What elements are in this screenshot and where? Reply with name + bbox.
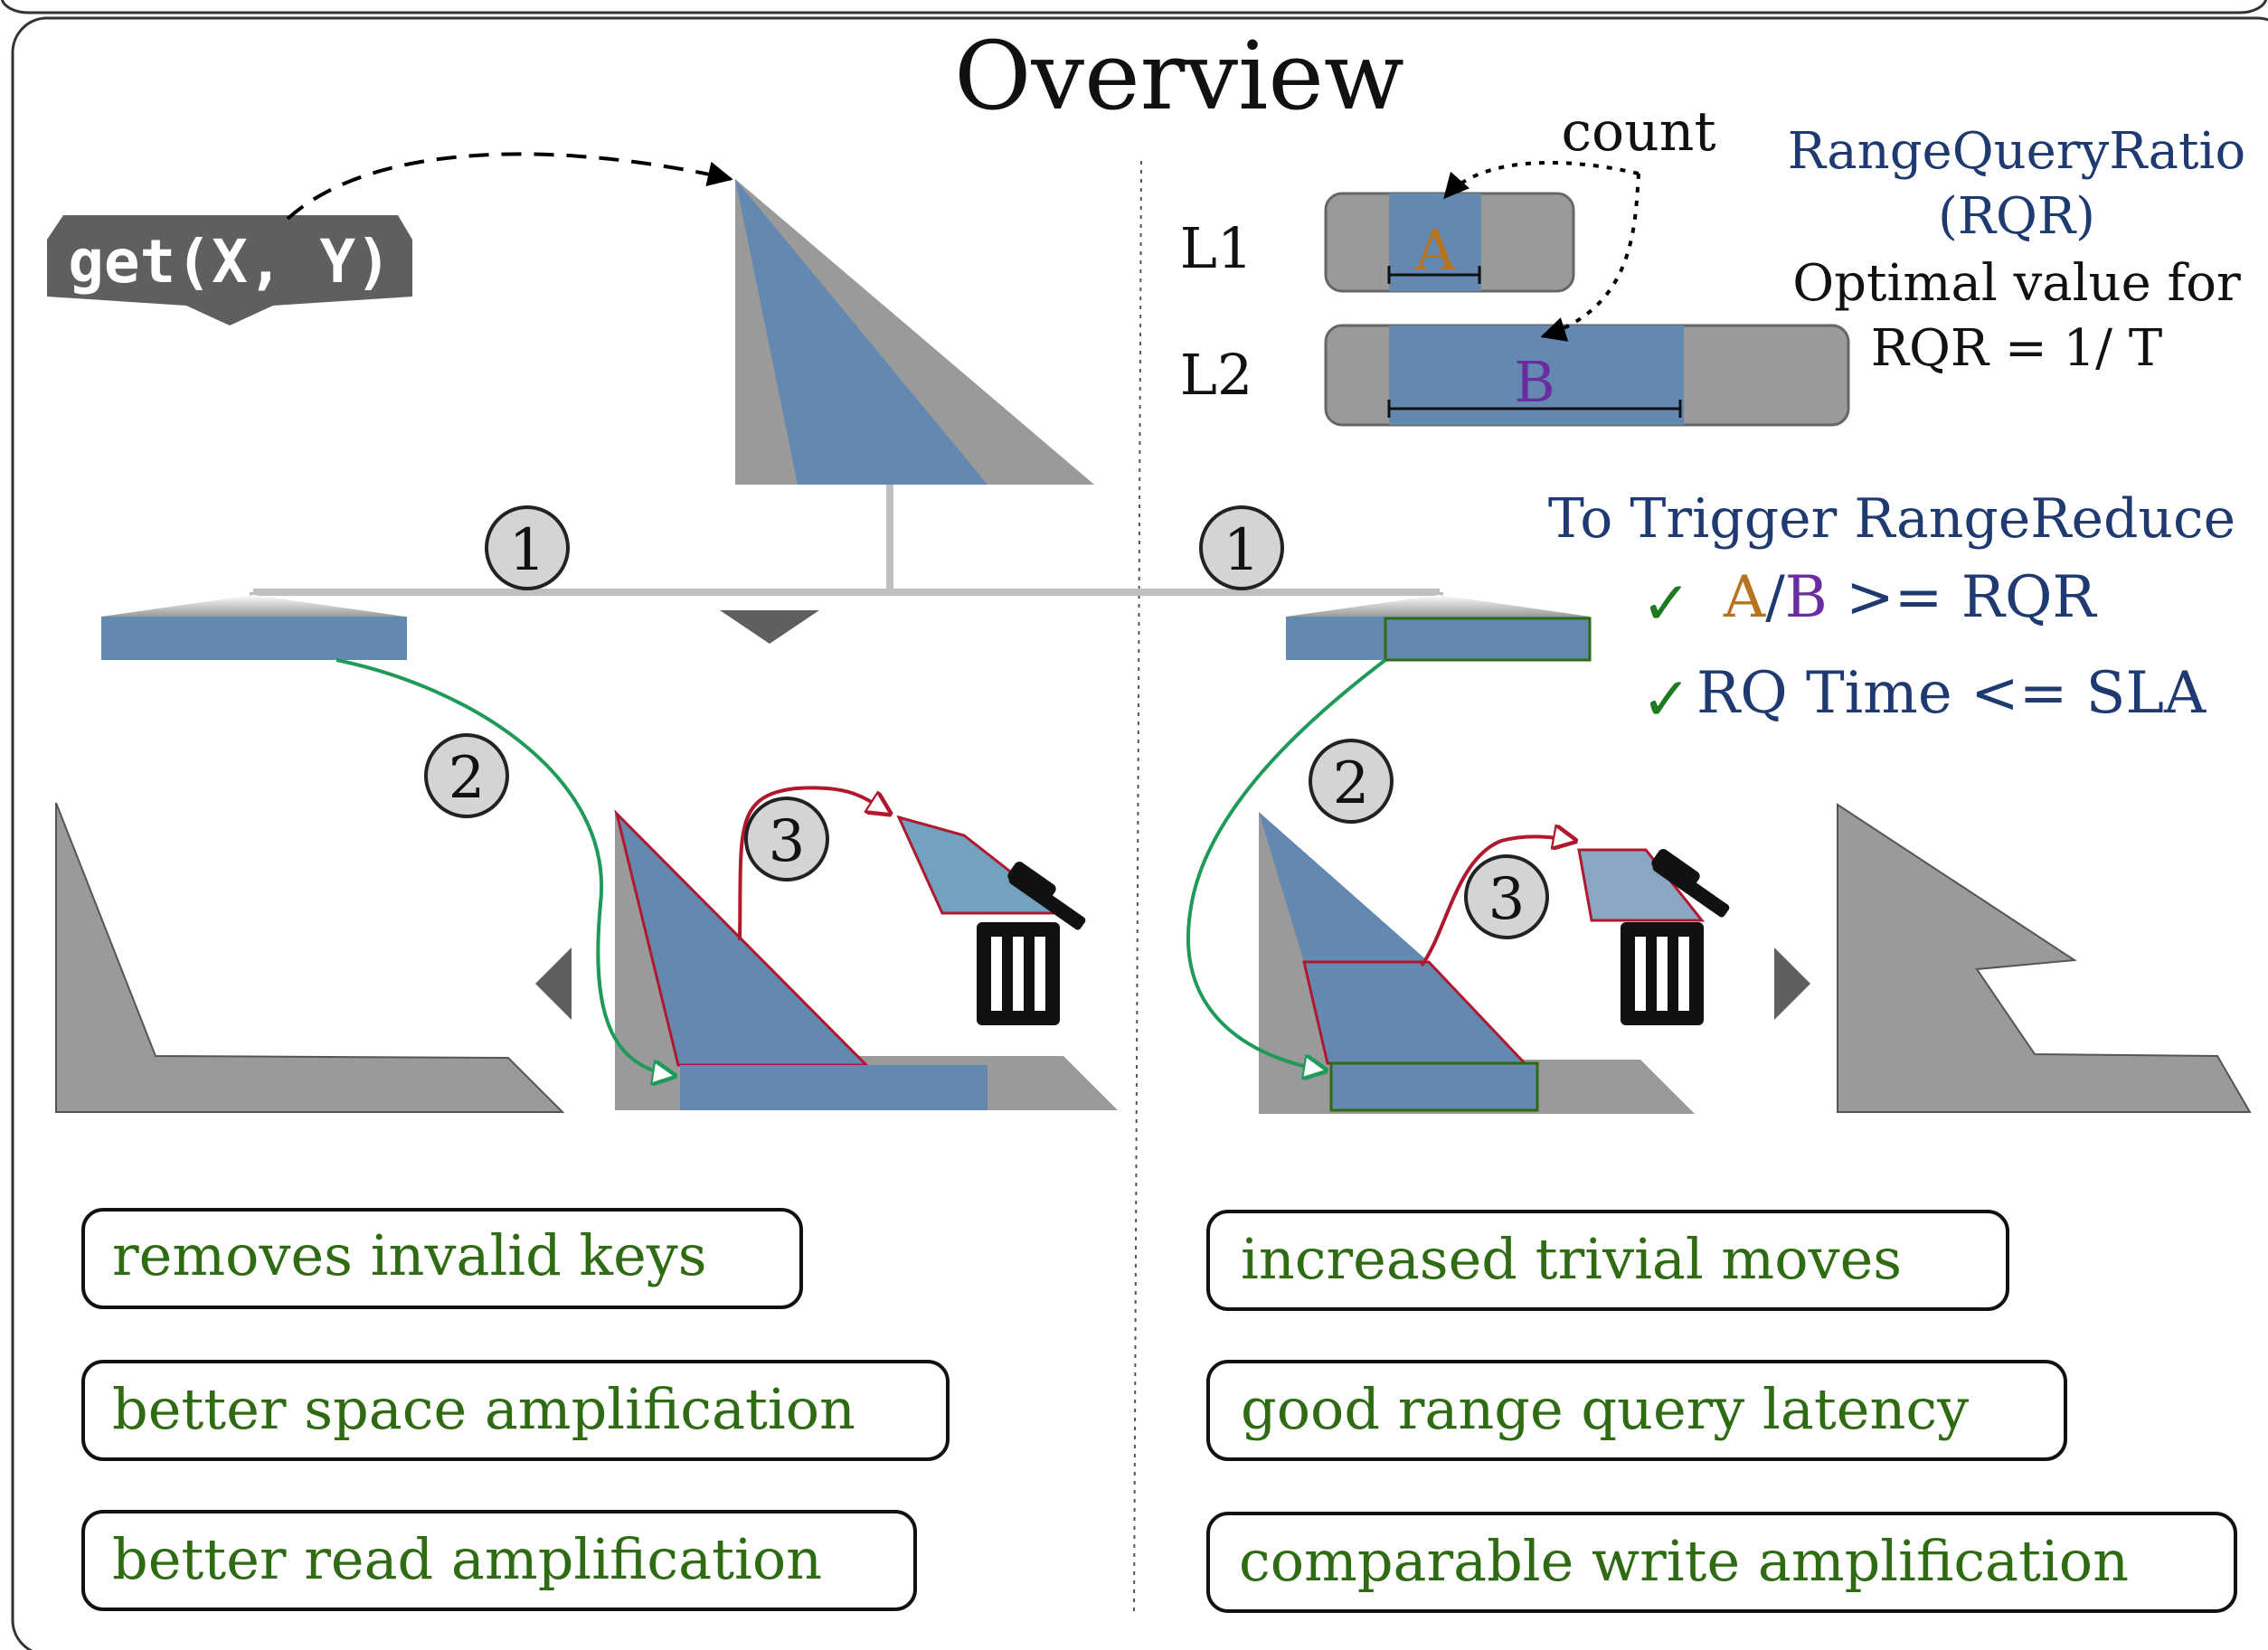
check-icon: ✓: [1641, 665, 1691, 734]
benefit-left-2: better space amplification: [81, 1360, 950, 1461]
right-arrow-icon: [1774, 948, 1810, 1020]
trigger-condition-sla: RQ Time <= SLA: [1696, 660, 2207, 727]
condition-a-text: A: [1723, 564, 1766, 631]
step-2-right-marker: 2: [1309, 739, 1394, 824]
step-1-left-marker: 1: [485, 505, 570, 590]
right-sst-selected-range: [1384, 617, 1592, 662]
left-move-arrow: [335, 658, 675, 1076]
benefit-left-3: better read amplification: [81, 1510, 917, 1611]
range-a-label: A: [1414, 217, 1457, 283]
benefit-right-2: good range query latency: [1206, 1360, 2067, 1461]
right-remaining-tree-shape: [1837, 803, 2252, 1113]
right-compaction-tree: [1259, 812, 1695, 1114]
benefit-right-2-text: good range query latency: [1241, 1376, 1969, 1442]
benefit-right-3: comparable write amplification: [1206, 1512, 2237, 1613]
page-title: Overview: [954, 21, 1404, 131]
step-3-right-label: 3: [1488, 866, 1526, 933]
get-query-button[interactable]: get(X, Y): [47, 215, 412, 325]
rqr-title: RangeQueryRatio: [1788, 122, 2245, 181]
right-deleted-range: [1577, 848, 1706, 922]
right-delete-arrow: [1420, 836, 1575, 967]
step-3-right-marker: 3: [1464, 854, 1549, 939]
right-sst-file: [1286, 617, 1590, 660]
level-l1-file: A: [1324, 192, 1575, 293]
left-sst-shadow: [101, 595, 405, 617]
benefit-right-1-text: increased trivial moves: [1241, 1226, 1902, 1292]
step-2-right-label: 2: [1333, 750, 1370, 817]
get-query-arrow: [286, 152, 733, 221]
level-l2-label: L2: [1180, 342, 1253, 408]
right-sst-shadow: [1286, 595, 1590, 617]
benefit-left-1-text: removes invalid keys: [112, 1222, 707, 1288]
down-triangle-icon: [720, 610, 819, 644]
left-remaining-tree-shape: [55, 802, 565, 1113]
top-frame: [0, 0, 2268, 14]
step-3-left-marker: 3: [744, 797, 829, 882]
range-b-label: B: [1514, 349, 1555, 415]
step-1-right-label: 1: [1224, 517, 1261, 584]
benefit-right-3-text: comparable write amplification: [1239, 1528, 2129, 1594]
rqr-abbrev: (RQR): [1938, 187, 2095, 246]
right-move-arrow: [1186, 658, 1387, 1070]
step-2-left-label: 2: [449, 745, 486, 812]
benefit-left-1: removes invalid keys: [81, 1208, 803, 1309]
check-icon: ✓: [1641, 569, 1691, 638]
level-l1-label: L1: [1180, 215, 1253, 281]
step-3-left-label: 3: [769, 808, 806, 875]
step-1-right-marker: 1: [1199, 505, 1284, 590]
slide-frame: [11, 16, 2268, 1650]
rqr-definition: RangeQueryRatio (RQR) Optimal value for …: [1788, 122, 2245, 378]
get-query-label: get(X, Y): [68, 227, 392, 297]
left-arrow-icon: [535, 948, 572, 1020]
top-tree-triangle: [735, 179, 1094, 485]
trigger-condition-ratio: A/B >= RQR: [1723, 564, 2097, 631]
step-1-left-label: 1: [509, 517, 546, 584]
left-sst-file: [101, 617, 407, 660]
step-2-left-marker: 2: [424, 733, 509, 818]
condition-b-text: B: [1785, 564, 1828, 631]
right-trash-icon: [1621, 849, 1730, 1025]
benefit-left-2-text: better space amplification: [112, 1376, 855, 1442]
condition-rest-text: >= RQR: [1828, 564, 2098, 631]
left-trash-icon: [977, 862, 1086, 1025]
rqr-formula: RQR = 1/ T: [1871, 319, 2162, 378]
benefit-left-3-text: better read amplification: [112, 1526, 822, 1592]
rqr-optimal-text: Optimal value for: [1792, 254, 2241, 313]
benefit-right-1: increased trivial moves: [1206, 1210, 2009, 1311]
condition-slash-text: /: [1765, 564, 1785, 631]
count-label: count: [1561, 100, 1715, 164]
center-divider: [1133, 160, 1142, 1615]
level-l2-file: B: [1324, 324, 1850, 427]
trigger-heading: To Trigger RangeReduce: [1548, 487, 2235, 551]
left-delete-arrow: [738, 786, 890, 941]
count-arrow-a: [1443, 161, 1640, 200]
